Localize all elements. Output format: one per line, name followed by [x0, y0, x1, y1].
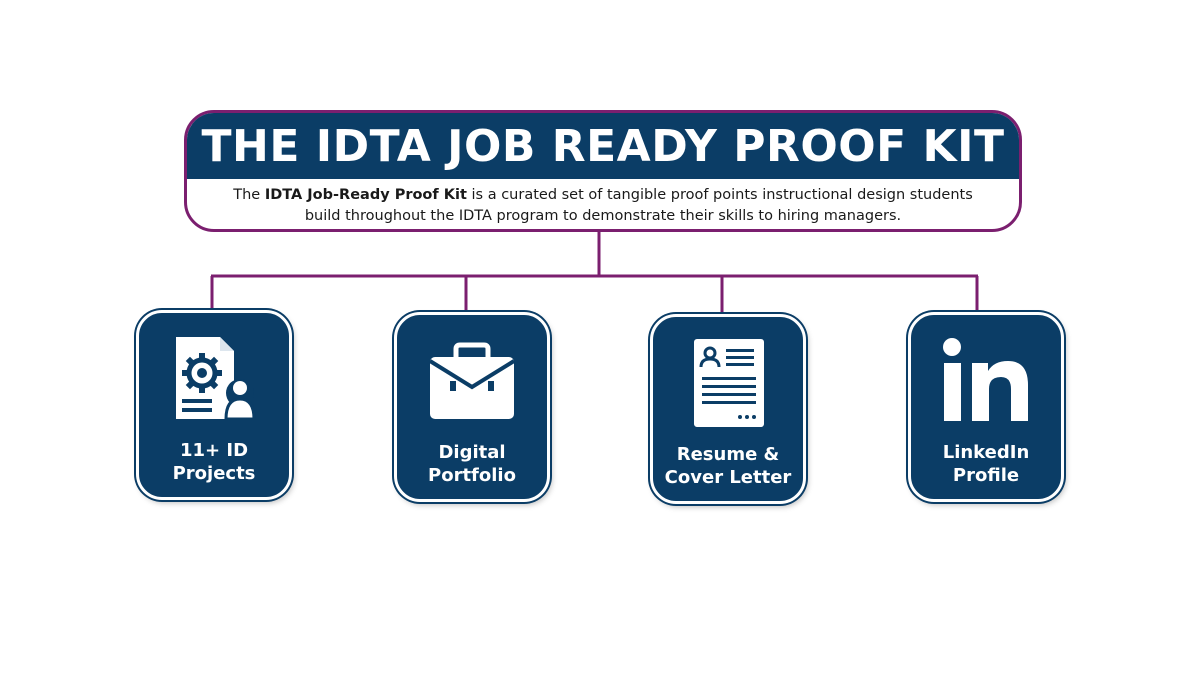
card-label-line2: Profile — [952, 465, 1020, 486]
card-digital-portfolio: Digital Portfolio — [394, 312, 550, 502]
card-label-digital-portfolio: Digital Portfolio — [402, 441, 542, 487]
card-label-line1: LinkedIn — [942, 442, 1030, 463]
card-label-line1: Resume & — [676, 444, 780, 465]
header-description: The IDTA Job-Ready Proof Kit is a curate… — [207, 185, 999, 227]
document-gear-user-icon — [164, 329, 264, 429]
description-prefix: The — [233, 187, 261, 203]
card-label-line2: Portfolio — [428, 465, 516, 486]
card-label-line1: 11+ ID — [179, 440, 249, 461]
resume-icon — [678, 333, 778, 433]
card-label-resume-cover-letter: Resume & Cover Letter — [658, 443, 798, 489]
description-line2: build throughout the IDTA program to dem… — [304, 208, 902, 224]
description-rest-line1: is a curated set of tangible proof point… — [471, 187, 973, 203]
page-title: THE IDTA JOB READY PROOF KIT — [201, 120, 1005, 172]
description-bold: IDTA Job-Ready Proof Kit — [264, 187, 467, 203]
card-resume-cover-letter: Resume & Cover Letter — [650, 314, 806, 504]
card-label-line2: Projects — [172, 463, 256, 484]
card-label-line1: Digital — [438, 442, 506, 463]
card-label-linkedin-profile: LinkedIn Profile — [916, 441, 1056, 487]
linkedin-icon — [936, 331, 1036, 431]
header-box: THE IDTA JOB READY PROOF KIT The IDTA Jo… — [184, 110, 1022, 232]
briefcase-icon — [422, 331, 522, 431]
card-id-projects: 11+ ID Projects — [136, 310, 292, 500]
header-band: THE IDTA JOB READY PROOF KIT — [187, 113, 1019, 179]
card-label-id-projects: 11+ ID Projects — [144, 439, 284, 485]
card-linkedin-profile: LinkedIn Profile — [908, 312, 1064, 502]
card-label-line2: Cover Letter — [664, 467, 792, 488]
